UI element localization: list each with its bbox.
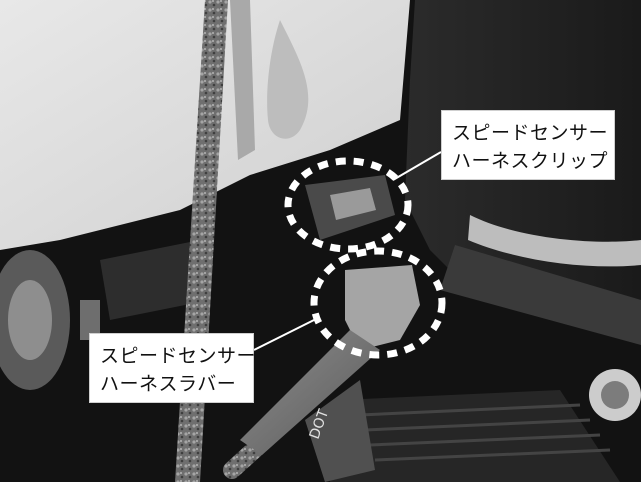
callout-line-1: スピードセンサー (100, 345, 257, 367)
right-bolt-center (601, 381, 629, 409)
frame-emboss (267, 20, 309, 139)
ribbed-cover (330, 390, 620, 482)
callout-line-1: スピードセンサー (452, 122, 609, 144)
callout-line-2: ハーネスクリップ (452, 150, 609, 172)
bracket-arm (440, 245, 641, 345)
lower-bracket (100, 240, 210, 320)
hose (240, 330, 380, 455)
speed-sensor-harness-rubber-callout: スピードセンサー ハーネスラバー (89, 333, 257, 403)
harness-rubber (345, 265, 420, 350)
hose-body (305, 380, 375, 482)
rubber-highlight-ring (310, 247, 446, 359)
harness-clip-highlight (330, 188, 376, 220)
shock-band (468, 215, 641, 267)
speed-sensor-harness-clip-callout: スピードセンサー ハーネスクリップ (441, 110, 615, 180)
clip-leader-line (392, 151, 442, 181)
frame-edge (230, 0, 255, 160)
clip-highlight-ring (284, 157, 412, 253)
bolt (80, 300, 100, 340)
rubber-leader-line (253, 317, 319, 351)
callout-line-2: ハーネスラバー (100, 373, 237, 395)
left-hub-center (8, 280, 52, 360)
